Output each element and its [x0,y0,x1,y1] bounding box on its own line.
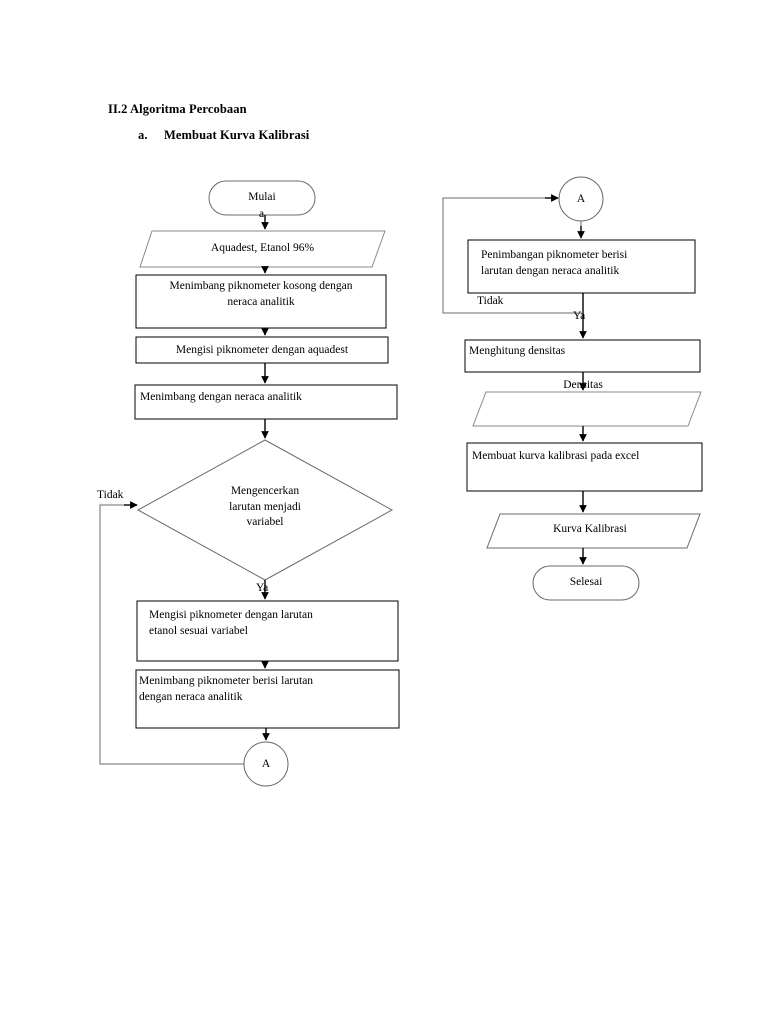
start-overflow-character: a [259,208,265,220]
shape-process-4 [136,600,399,662]
node-process-7-label: Menghitung densitas [469,345,566,357]
shape-process-5 [135,669,400,729]
edge-feedback-loop-right [442,197,583,314]
shape-data-densitas-parallelogram [472,391,702,427]
page-heading-sub-label: Membuat Kurva Kalibrasi [164,128,310,142]
edge-feedback-loop-left [99,504,244,765]
node-process-6-label: Penimbangan piknometer berisi larutan de… [481,249,628,277]
edge-label-loop-yes: Ya [573,310,586,322]
shape-end-terminator [532,565,640,601]
shape-process-6 [467,239,696,294]
node-process-8-label: Membuat kurva kalibrasi pada excel [472,450,640,462]
node-process-1-label: Menimbang piknometer kosong dengan nerac… [169,280,353,308]
node-start-label: Mulai [248,191,276,203]
shape-process-1 [135,274,387,329]
node-decision-label: Mengencerkan larutan menjadi variabel [229,485,301,529]
shape-process-2 [135,336,389,364]
page-heading-main: II.2 Algoritma Percobaan [108,102,247,116]
list-marker: a. [138,128,148,142]
node-output-label: Kurva Kalibrasi [553,523,627,535]
node-process-4-label: Mengisi piknometer dengan larutan etanol… [149,609,313,637]
node-process-3-label: Menimbang dengan neraca analitik [140,391,302,403]
shape-input-parallelogram [139,230,386,268]
node-data-densitas-label: Densitas [563,379,603,391]
shape-output-parallelogram [486,513,701,549]
node-end-label: Selesai [569,576,603,588]
node-process-2-label: Mengisi piknometer dengan aquadest [175,344,349,356]
node-input-label: Aquadest, Etanol 96% [210,242,315,254]
edge-label-decision-no: Tidak [97,489,124,501]
shape-process-7 [464,339,701,373]
shape-start-terminator [208,180,316,216]
node-process-5-label: Menimbang piknometer berisi larutan deng… [139,675,314,703]
shape-process-3 [134,384,398,420]
shape-process-8 [466,442,703,492]
edge-label-decision-yes: Ya [256,582,269,594]
node-connector-a-in-label: A [576,193,586,205]
node-connector-a-out-label: A [261,758,271,770]
edge-label-loop-no: Tidak [477,295,504,307]
page-heading-sub: a. Membuat Kurva Kalibrasi [138,128,309,143]
